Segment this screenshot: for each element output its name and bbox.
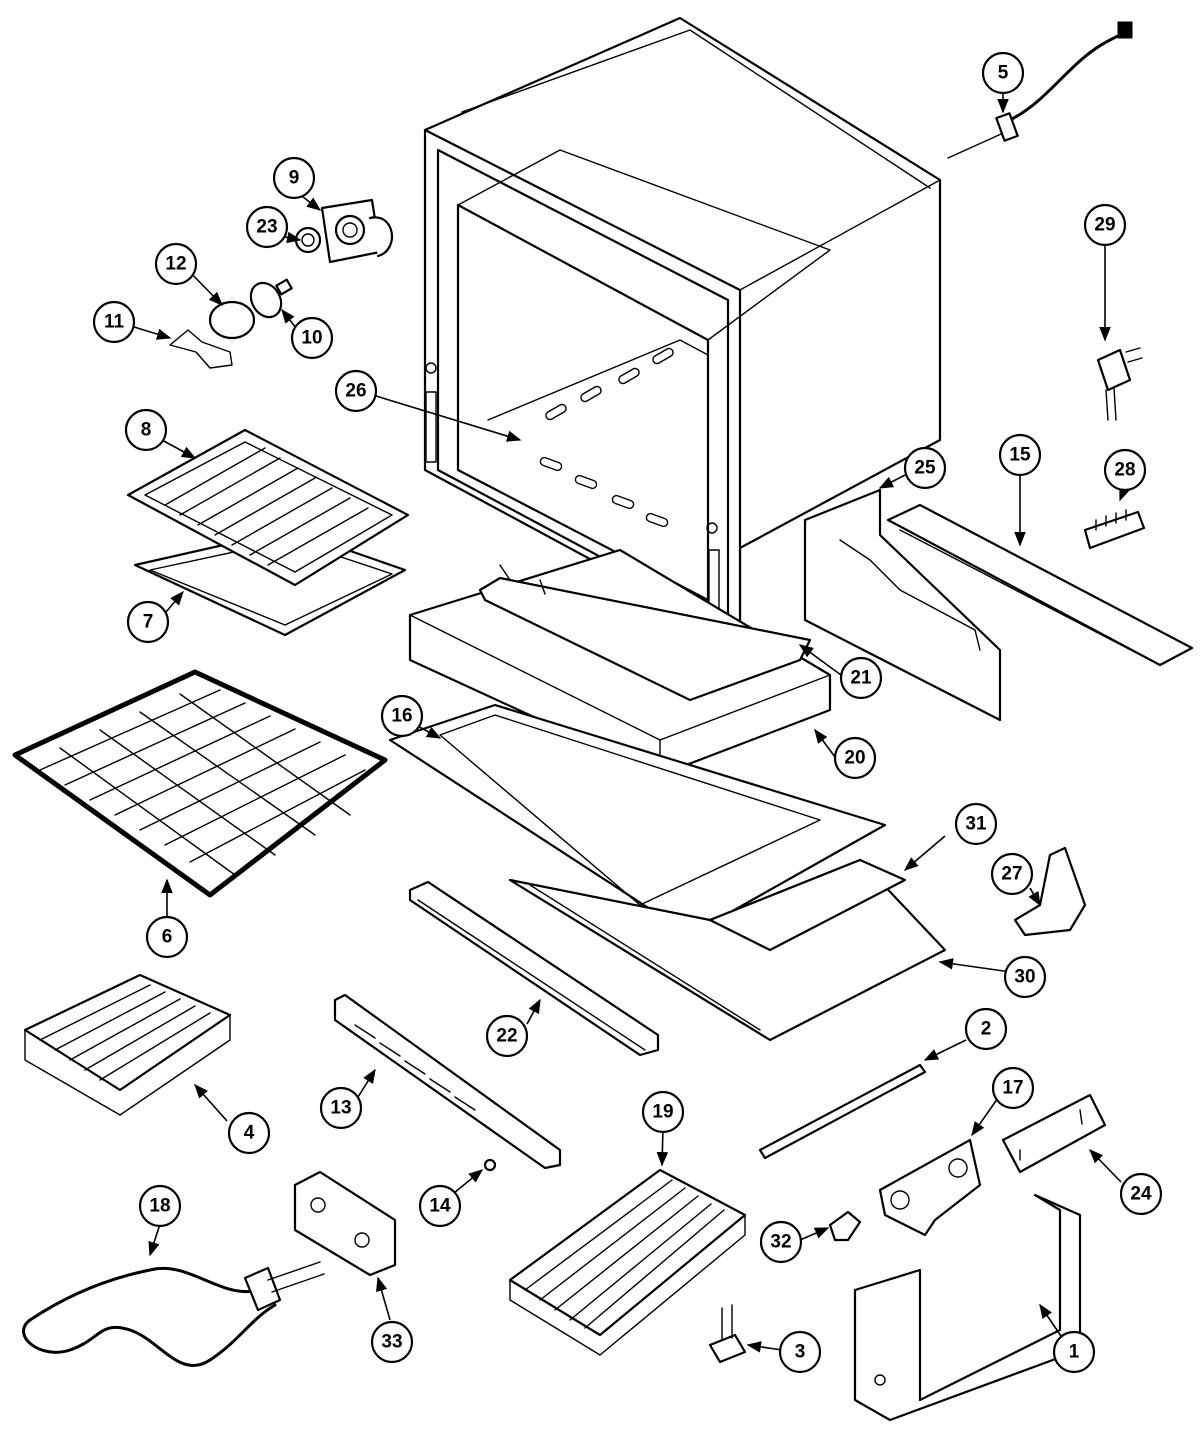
callout-28-label: 28 [1114, 460, 1135, 481]
callout-24: 24 [1119, 1172, 1163, 1216]
callout-11-label: 11 [104, 312, 125, 333]
power-cord [947, 21, 1133, 159]
callout-26-label: 26 [345, 381, 366, 402]
callout-25: 25 [903, 446, 947, 490]
bracket-33 [293, 1170, 397, 1277]
callout-6: 6 [145, 915, 189, 959]
leveling-leg [708, 1304, 747, 1364]
callout-30-label: 30 [1014, 967, 1035, 988]
bottom-panel [388, 703, 887, 937]
callout-20: 20 [833, 736, 877, 780]
switch-part [1096, 347, 1143, 421]
callout-13: 13 [319, 1086, 363, 1130]
broil-pan [126, 428, 410, 637]
callout-1-label: 1 [1069, 1342, 1080, 1363]
callout-16: 16 [380, 694, 424, 738]
callout-30: 30 [1003, 955, 1047, 999]
bake-element [22, 1261, 325, 1367]
callout-12-label: 12 [165, 254, 186, 275]
bracket-27 [1013, 846, 1087, 937]
front-support [478, 564, 812, 702]
callout-28: 28 [1103, 448, 1147, 492]
callout-8-label: 8 [141, 420, 152, 441]
callout-10: 10 [290, 316, 334, 360]
callout-24-label: 24 [1130, 1184, 1152, 1205]
callout-19: 19 [641, 1090, 685, 1134]
callout-27-label: 27 [1001, 864, 1022, 885]
callout-32: 32 [759, 1220, 803, 1264]
callout-2-label: 2 [981, 1019, 992, 1040]
part-32 [828, 1210, 862, 1242]
plate-24 [1001, 1093, 1107, 1174]
callout-22-label: 22 [496, 1026, 517, 1047]
callout-15: 15 [998, 433, 1042, 477]
callout-23-label: 23 [256, 217, 277, 238]
callout-14: 14 [418, 1184, 462, 1228]
oven-cavity [423, 16, 942, 642]
callout-31: 31 [954, 802, 998, 846]
callout-22: 22 [485, 1014, 529, 1058]
side-frame [853, 1193, 1082, 1422]
callout-10-label: 10 [301, 328, 322, 349]
callout-5: 5 [981, 51, 1025, 95]
lower-base [508, 858, 947, 1042]
terminal-block [1083, 509, 1146, 550]
front-frame [408, 880, 660, 1057]
callout-9-label: 9 [289, 168, 300, 189]
callout-4-label: 4 [244, 1123, 255, 1144]
callout-13-label: 13 [330, 1098, 351, 1119]
callout-9: 9 [272, 156, 316, 200]
callout-17-label: 17 [1002, 1078, 1023, 1099]
callout-15-label: 15 [1009, 445, 1031, 466]
callout-29: 29 [1083, 203, 1127, 247]
callout-1: 1 [1052, 1330, 1096, 1374]
callout-12: 12 [154, 242, 198, 286]
callout-27: 27 [990, 852, 1034, 896]
oven-rack [12, 669, 388, 898]
callout-21-label: 21 [850, 668, 872, 689]
callout-2: 2 [964, 1007, 1008, 1051]
broil-rack [508, 1168, 747, 1356]
callout-21: 21 [839, 656, 883, 700]
trim-13 [333, 993, 562, 1172]
callout-19-label: 19 [652, 1102, 673, 1123]
plate-17 [878, 1138, 982, 1237]
rear-shield [803, 488, 1002, 722]
callout-3: 3 [778, 1330, 822, 1374]
callout-7-label: 7 [143, 612, 154, 633]
light-assembly [169, 198, 393, 369]
callout-3-label: 3 [795, 1342, 806, 1363]
callout-5-label: 5 [998, 63, 1009, 84]
callout-25-label: 25 [914, 458, 936, 479]
callout-16-label: 16 [391, 706, 412, 727]
callout-14-label: 14 [429, 1196, 451, 1217]
callout-18-label: 18 [149, 1196, 170, 1217]
rear-channel [886, 503, 1194, 667]
callout-8: 8 [124, 408, 168, 452]
half-rack [23, 973, 232, 1116]
callout-7: 7 [126, 600, 170, 644]
callout-31-label: 31 [965, 814, 987, 835]
callout-33: 33 [370, 1320, 414, 1364]
callout-18: 18 [138, 1184, 182, 1228]
callout-4: 4 [227, 1111, 271, 1155]
callout-32-label: 32 [770, 1232, 791, 1253]
callout-29-label: 29 [1094, 215, 1115, 236]
strip-2 [758, 1063, 927, 1160]
callout-26: 26 [334, 369, 378, 413]
callout-33-label: 33 [381, 1332, 402, 1353]
callout-17: 17 [991, 1066, 1035, 1110]
callout-20-label: 20 [844, 748, 865, 769]
callout-6-label: 6 [162, 927, 173, 948]
callout-11: 11 [92, 300, 136, 344]
callout-23: 23 [245, 205, 289, 249]
